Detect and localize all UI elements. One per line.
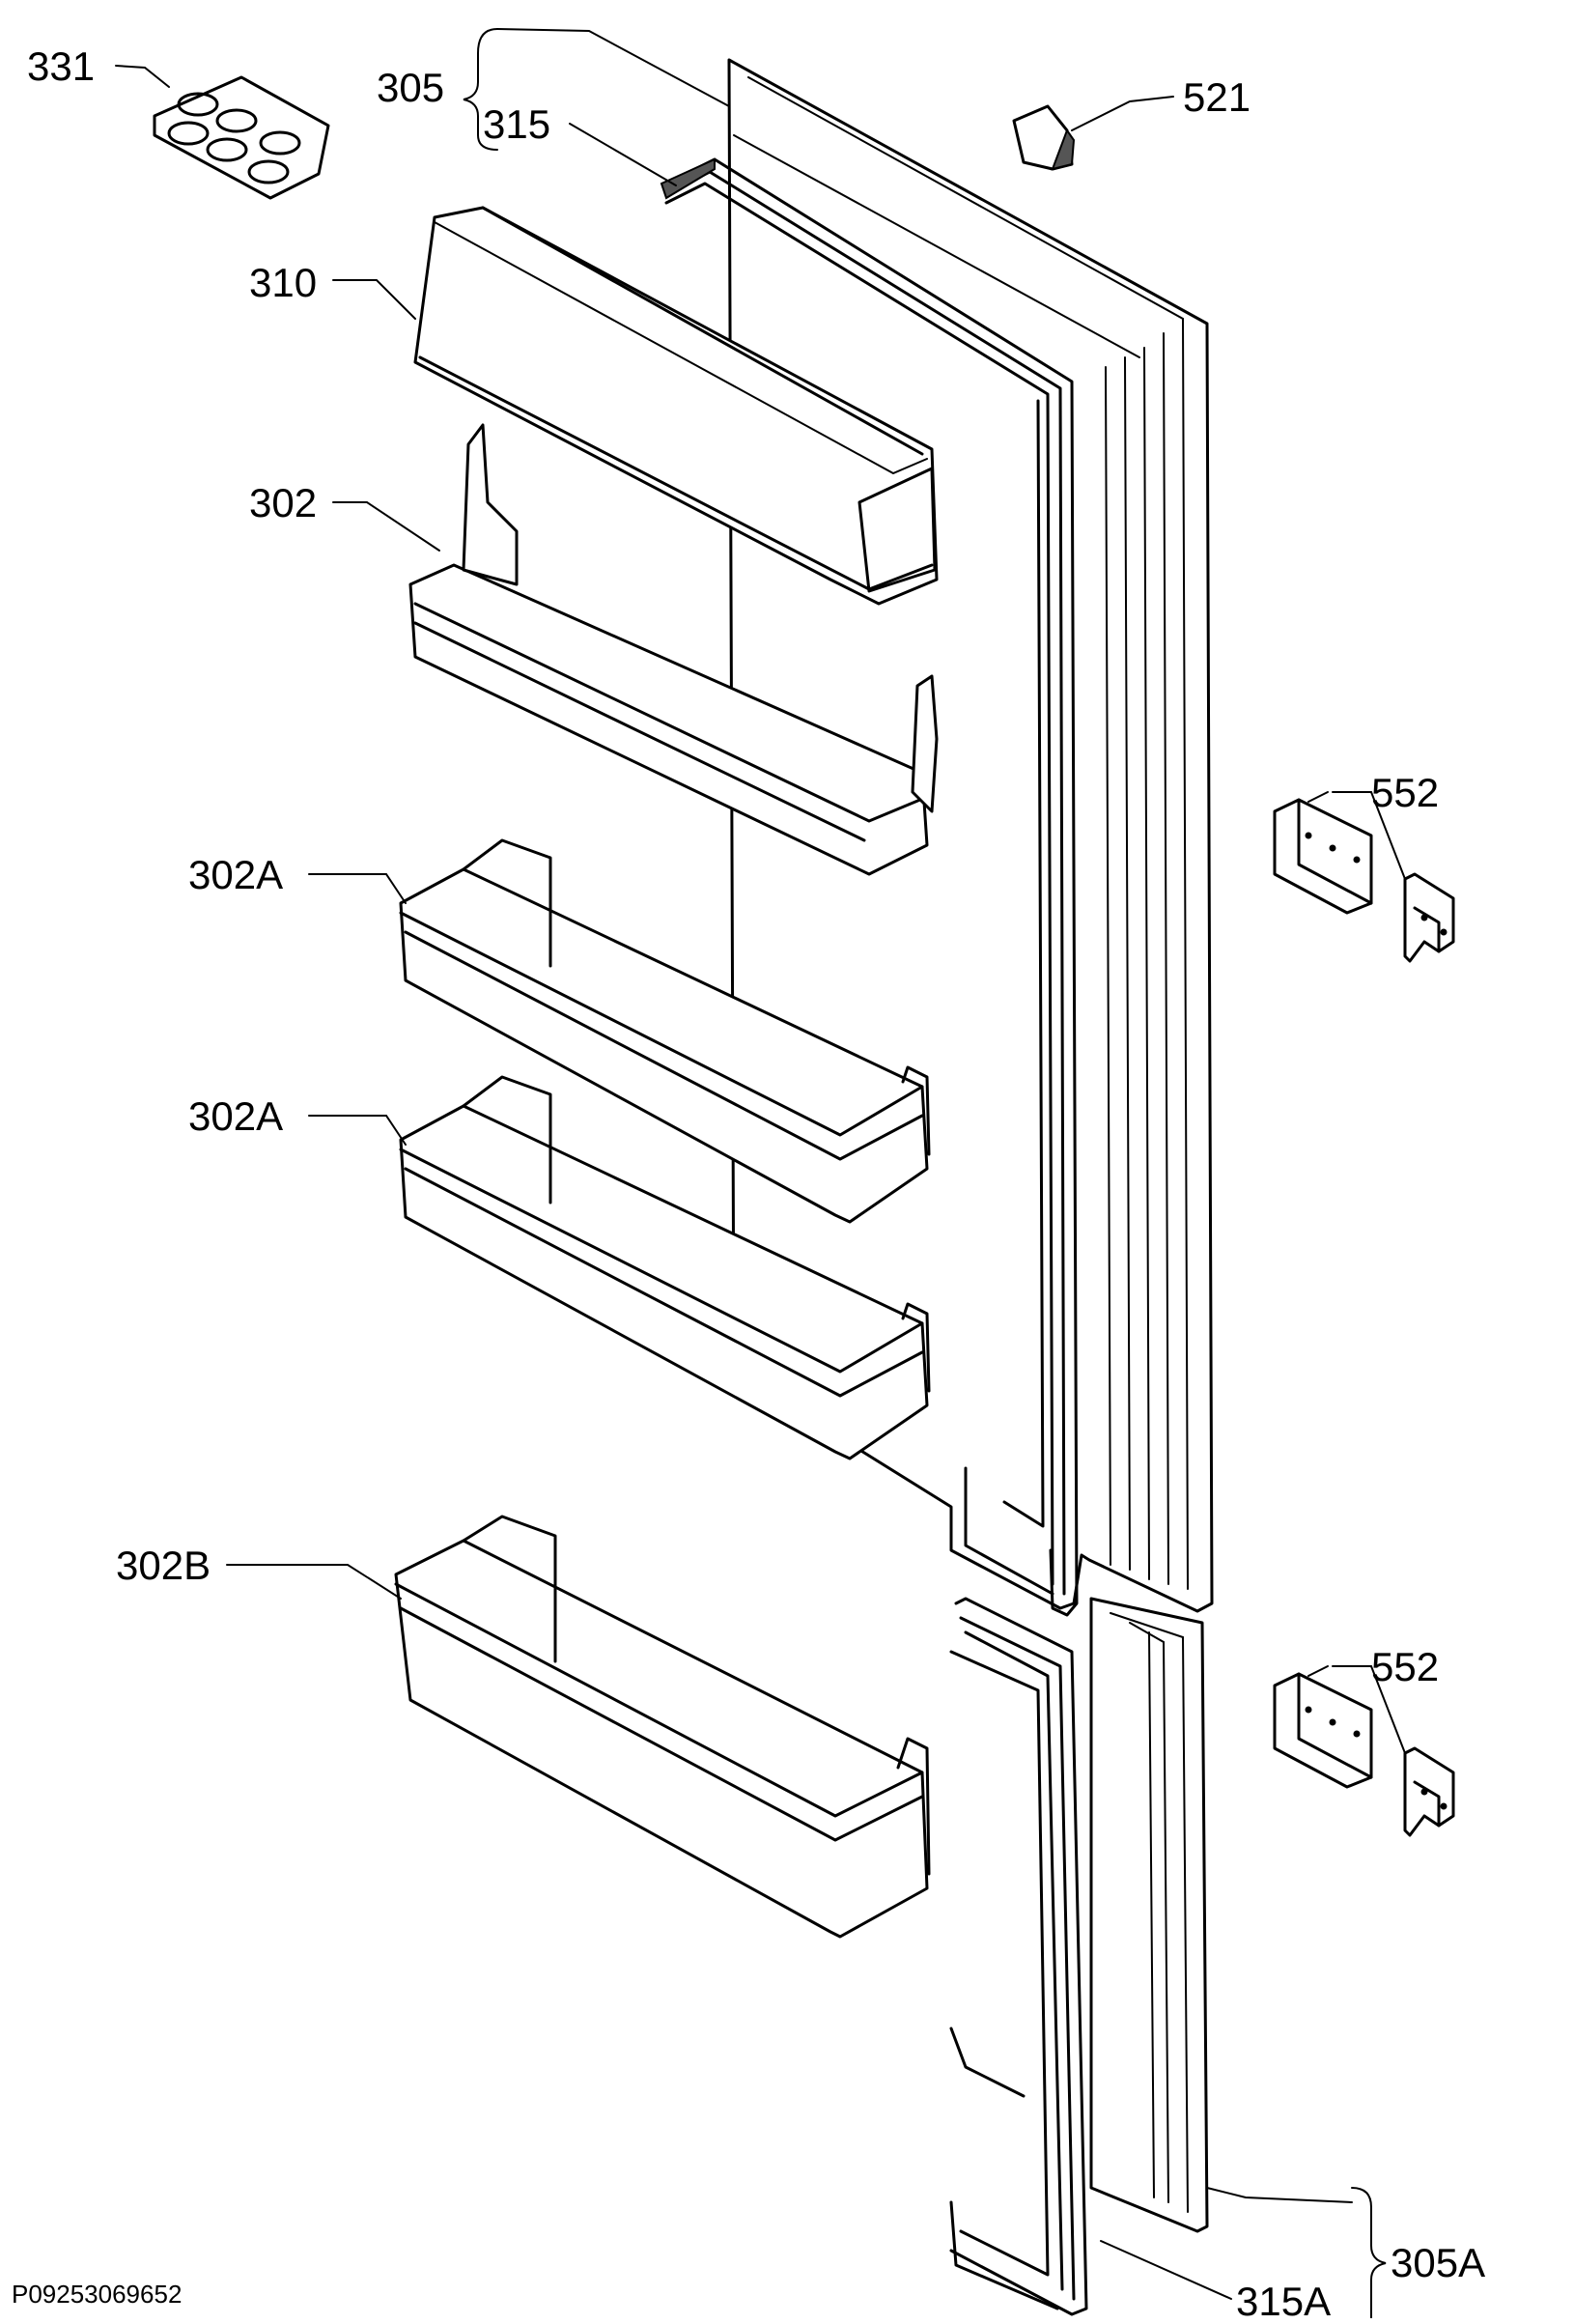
label-552-lower: 552 <box>1371 1644 1440 1689</box>
hinge-bracket-upper <box>1273 798 1455 963</box>
label-521: 521 <box>1183 74 1251 120</box>
door-shelf-302a-upper <box>399 838 931 1224</box>
label-552-upper: 552 <box>1371 770 1440 815</box>
label-315a: 315A <box>1236 2279 1332 2324</box>
label-302b: 302B <box>116 1543 211 1588</box>
lower-door-frame <box>1089 1597 1209 2233</box>
label-315: 315 <box>483 101 551 147</box>
label-310: 310 <box>249 260 318 305</box>
lower-door-gasket <box>949 1597 1088 2316</box>
label-305: 305 <box>377 65 445 110</box>
egg-tray <box>153 75 330 200</box>
door-shelf-302a-lower <box>399 1075 931 1460</box>
label-305a: 305A <box>1391 2240 1486 2285</box>
hinge-cover-cap <box>1012 104 1076 171</box>
upper-door-gasket <box>660 157 1079 1617</box>
label-331: 331 <box>27 43 96 89</box>
label-302a-lower: 302A <box>188 1093 284 1139</box>
diagram-code: P09253069652 <box>12 2280 183 2309</box>
leader-lines <box>115 28 1406 2319</box>
dairy-compartment-cover <box>413 206 939 606</box>
label-302a-upper: 302A <box>188 852 284 897</box>
door-shelf-302 <box>408 423 939 876</box>
label-302: 302 <box>249 480 318 525</box>
bottle-shelf-302b <box>394 1515 931 1939</box>
hinge-bracket-lower <box>1273 1672 1455 1837</box>
